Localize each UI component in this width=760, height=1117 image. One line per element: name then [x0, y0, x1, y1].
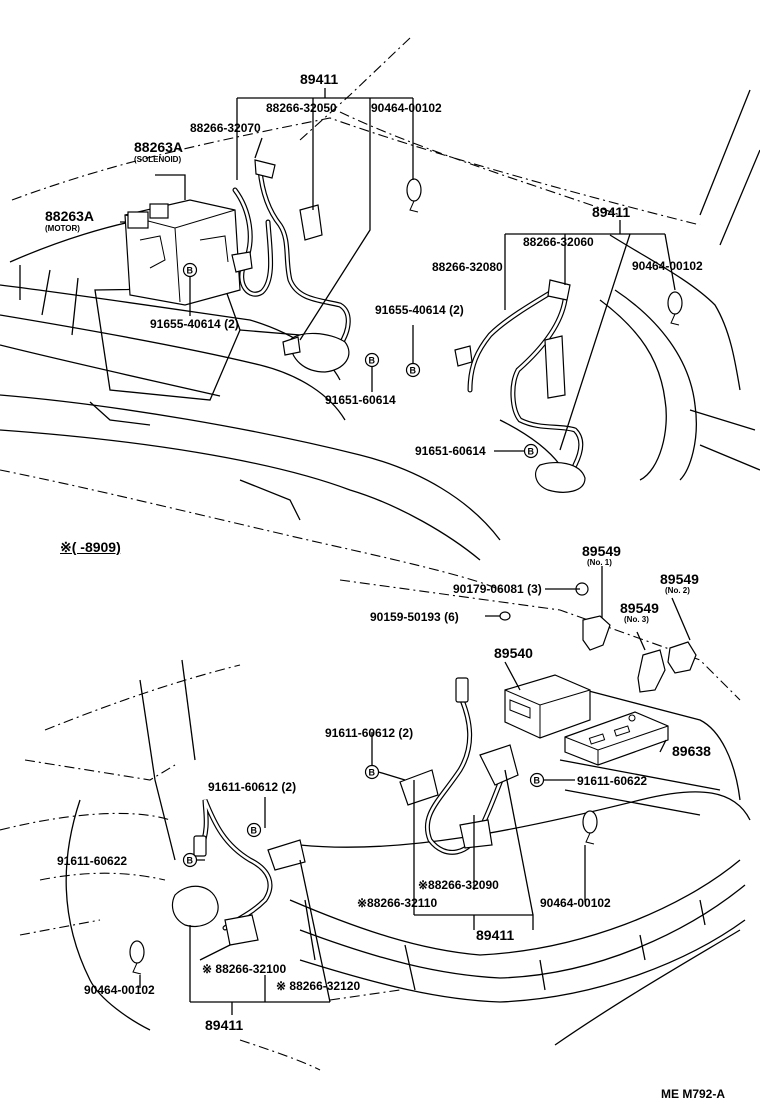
label-solenoid-note: (SOLENOID)	[134, 155, 182, 164]
label-washer: 90159-50193 (6)	[370, 610, 459, 624]
clip-icon	[582, 810, 598, 834]
label-bolt-rr-b: 91611-60612 (2)	[208, 780, 297, 794]
front-leader-lines	[120, 88, 676, 452]
bolt-b-icon	[529, 772, 545, 788]
bolt-b-text: B	[369, 356, 376, 366]
label-bolt-rr-c: 91611-60622	[577, 774, 648, 788]
drawing-code: ME M792-A	[661, 1087, 726, 1101]
label-assembly-rear-right: 89411	[476, 927, 515, 943]
clip-icon	[406, 178, 422, 202]
bolt-b-icon	[523, 443, 539, 459]
label-bolt-rl: 91611-60622	[57, 854, 128, 868]
bolt-b-text: B	[528, 447, 535, 457]
front-car-body	[0, 37, 760, 591]
variant-note: ※( -8909)	[60, 539, 121, 555]
bolt-markers-top: B B B B	[182, 262, 539, 459]
label-sensor-fr-b: 88266-32080	[432, 260, 503, 274]
bolt-b-icon	[364, 764, 380, 780]
label-bolt-mid: 91651-60614	[325, 393, 396, 407]
abs-computer	[504, 674, 591, 739]
label-assembly-rear-left: 89411	[205, 1017, 244, 1033]
label-bracket2: 89549	[660, 571, 699, 587]
bolt-b-icon	[246, 822, 262, 838]
bolt-b-text: B	[187, 266, 194, 276]
front-left-sensor-wiring	[231, 159, 351, 373]
label-sensor-fl-a: 88266-32050	[266, 101, 337, 115]
label-assembly-right: 89411	[592, 204, 631, 220]
front-right-sensor-wiring	[454, 279, 586, 493]
label-bracket-tray: 89638	[672, 743, 711, 759]
label-bracket3: 89549	[620, 600, 659, 616]
label-bracket1-note: (No. 1)	[587, 558, 612, 567]
label-bracket3-note: (No. 3)	[624, 615, 649, 624]
bolt-b-icon	[182, 852, 198, 868]
label-motor-part: 88263A	[45, 208, 95, 224]
bolt-b-icon	[405, 362, 421, 378]
rear-leader-lines	[139, 566, 691, 1071]
label-clip-rear-left: 90464-00102	[84, 983, 155, 997]
label-sensor-fr-a: 88266-32060	[523, 235, 594, 249]
computer-bracket	[564, 711, 669, 766]
rear-right-sensor-wiring	[399, 677, 519, 855]
label-bracket1: 89549	[582, 543, 621, 559]
label-sensor-rl-b: ※ 88266-32120	[276, 979, 361, 993]
label-sensor-rr-b: ※88266-32110	[357, 896, 438, 910]
actuator-unit	[124, 199, 241, 306]
label-bolt-rr-a: 91611-60612 (2)	[325, 726, 414, 740]
bolt-b-text: B	[187, 856, 194, 866]
bolt-b-icon	[182, 262, 198, 278]
clip-icon	[129, 940, 145, 964]
label-computer: 89540	[494, 645, 533, 661]
label-bolt-left: 91655-40614 (2)	[150, 317, 239, 331]
label-motor-note: (MOTOR)	[45, 224, 80, 233]
label-sensor-rl-a: ※ 88266-32100	[202, 962, 287, 976]
label-bolt-right: 91655-40614 (2)	[375, 303, 464, 317]
label-solenoid-part: 88263A	[134, 139, 184, 155]
small-brackets	[499, 582, 697, 693]
label-clip-rear-right: 90464-00102	[540, 896, 611, 910]
clip-icon	[667, 291, 683, 315]
label-nut: 90179-06081 (3)	[453, 582, 542, 596]
label-clip-right: 90464-00102	[632, 259, 703, 273]
label-bolt-mid2: 91651-60614	[415, 444, 486, 458]
rear-left-sensor-wiring	[171, 799, 306, 946]
label-assembly-top: 89411	[300, 71, 339, 87]
label-bracket2-note: (No. 2)	[665, 586, 690, 595]
label-sensor-fl-b: 88266-32070	[190, 121, 261, 135]
bolt-b-text: B	[251, 826, 258, 836]
bolt-b-text: B	[410, 366, 417, 376]
bolt-markers-bottom: B B B B	[182, 764, 545, 868]
label-clip-top: 90464-00102	[371, 101, 442, 115]
bolt-b-text: B	[534, 776, 541, 786]
rear-car-body	[0, 579, 751, 1046]
bolt-b-text: B	[369, 768, 376, 778]
label-sensor-rr-a: ※88266-32090	[418, 878, 499, 892]
bolt-b-icon	[364, 352, 380, 368]
